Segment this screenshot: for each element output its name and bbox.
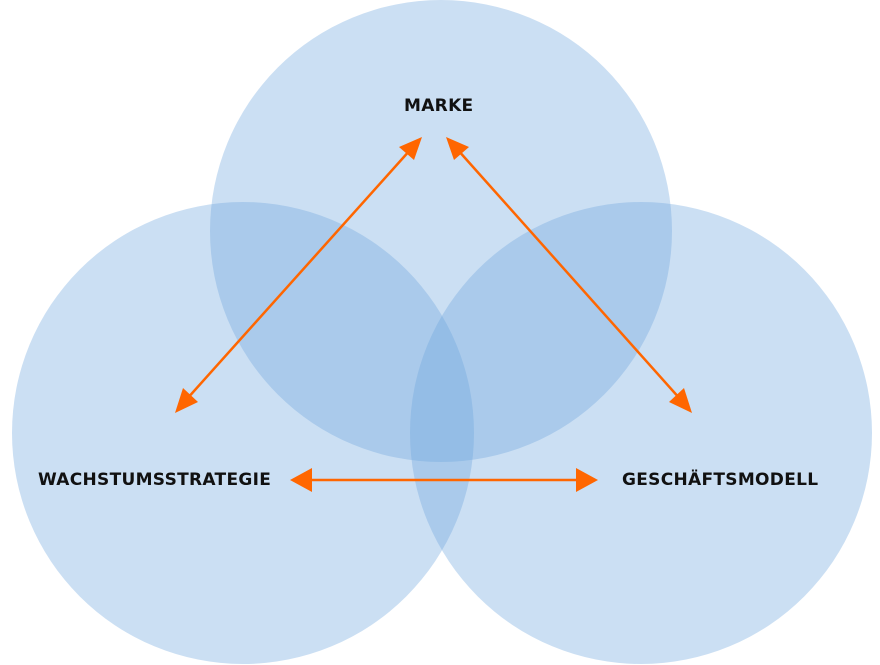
arrowhead [669, 388, 692, 413]
arrowhead [446, 137, 469, 160]
arrow-wachstum-marke [185, 148, 412, 401]
circle-marke [210, 0, 672, 462]
arrowhead [576, 468, 598, 492]
arrowhead [399, 137, 422, 160]
label-geschaeftsmodell: GESCHÄFTSMODELL [622, 470, 819, 490]
arrow-marke-geschaeft [456, 148, 682, 401]
arrowhead [290, 468, 312, 492]
circle-wachstumsstrategie [12, 202, 474, 664]
label-wachstumsstrategie: WACHSTUMSSTRATEGIE [38, 470, 272, 490]
circle-geschaeftsmodell [410, 202, 872, 664]
label-marke: MARKE [404, 96, 474, 116]
arrowhead [175, 388, 198, 413]
